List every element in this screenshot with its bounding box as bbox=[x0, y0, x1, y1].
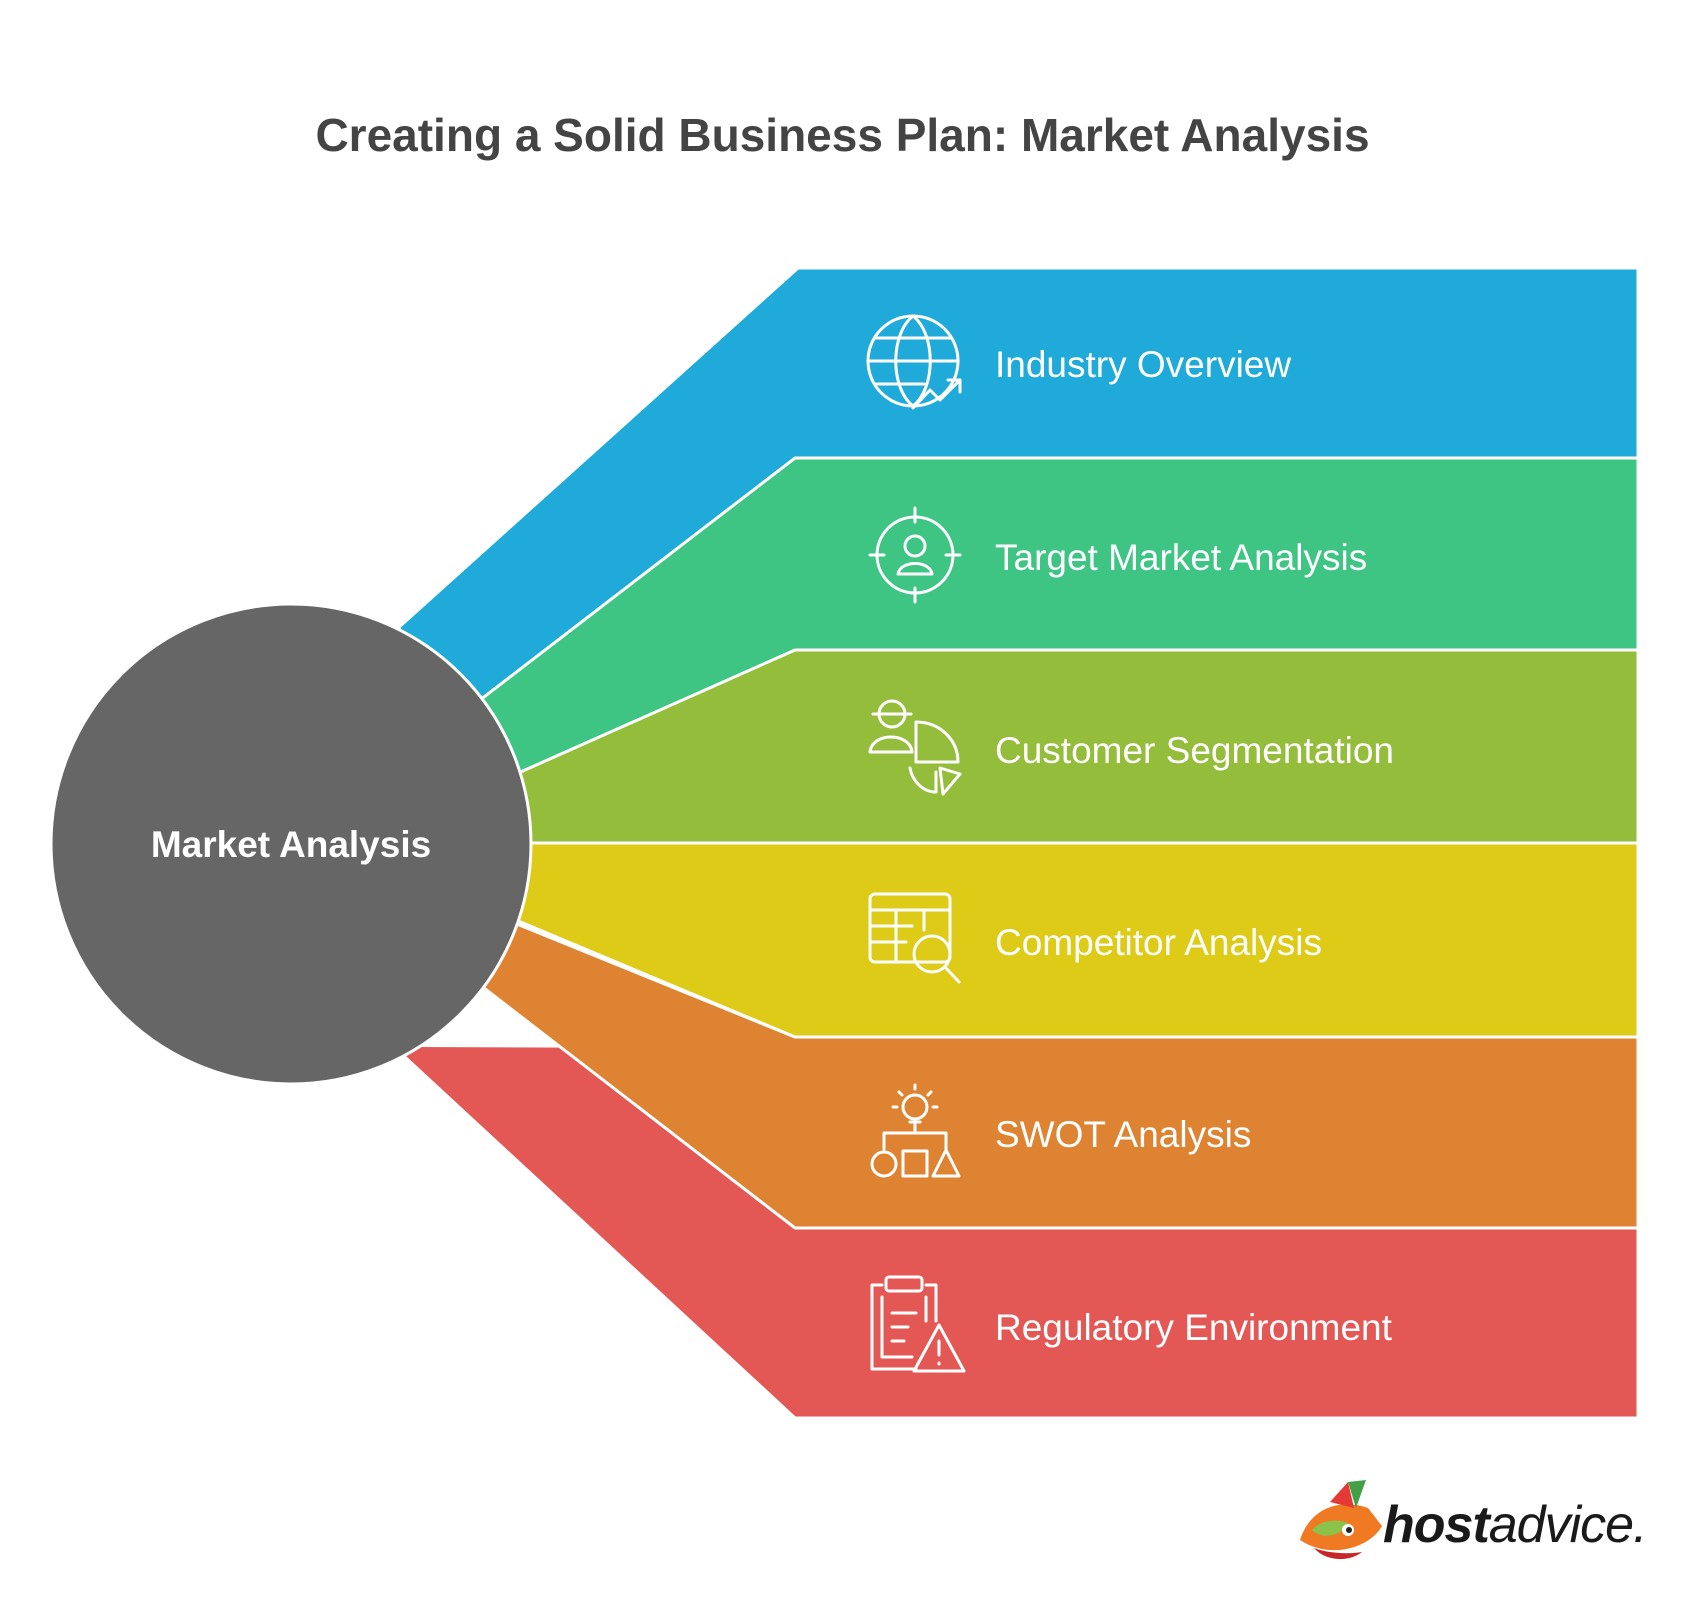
label-competitor-analysis: Competitor Analysis bbox=[995, 922, 1322, 963]
label-industry-overview: Industry Overview bbox=[995, 344, 1291, 385]
clipboard-warning-icon bbox=[870, 1275, 966, 1373]
brand-name-regular: advice. bbox=[1488, 1496, 1648, 1554]
person-pie-chart-icon bbox=[868, 699, 962, 796]
globe-growth-icon bbox=[866, 314, 962, 410]
lightbulb-shapes-icon bbox=[870, 1083, 961, 1178]
fox-mascot-icon bbox=[1300, 1480, 1382, 1560]
brand-wordmark: hostadvice. bbox=[1383, 1495, 1648, 1555]
label-customer-segmentation: Customer Segmentation bbox=[995, 730, 1394, 771]
bands-group bbox=[298, 266, 1640, 1420]
hostadvice-logo bbox=[1300, 1480, 1382, 1560]
label-target-market-analysis: Target Market Analysis bbox=[995, 537, 1367, 578]
diagram-title: Creating a Solid Business Plan: Market A… bbox=[315, 109, 1370, 161]
label-swot-analysis: SWOT Analysis bbox=[995, 1114, 1251, 1155]
brand-name-bold: host bbox=[1383, 1496, 1490, 1554]
label-regulatory-environment: Regulatory Environment bbox=[995, 1307, 1393, 1348]
center-circle bbox=[49, 602, 533, 1086]
center-label: Market Analysis bbox=[151, 824, 431, 865]
target-person-icon bbox=[868, 506, 962, 604]
table-magnifier-icon bbox=[868, 892, 961, 984]
